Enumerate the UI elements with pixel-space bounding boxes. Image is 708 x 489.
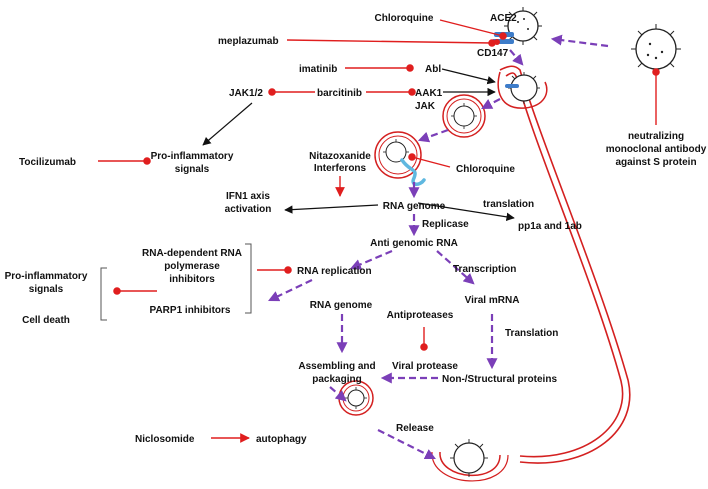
- inhibit-chloroquine-ace2: [439, 19, 507, 40]
- label-ifn-line2: activation: [225, 204, 272, 215]
- label-chloroquine-mid: Chloroquine: [456, 164, 515, 175]
- flow-receptor-to-pit: [509, 49, 524, 66]
- flow-endosome-to-uncoat: [417, 128, 449, 143]
- virus-icon-entry: [504, 7, 542, 45]
- label-barcitinib: barcitinib: [317, 88, 362, 99]
- arrow-jak12-to-proinflam: [202, 102, 253, 146]
- label-tocilizumab: Tocilizumab: [19, 157, 76, 168]
- label-rdrp-line3: inhibitors: [169, 274, 215, 285]
- arrow-rna-to-ifn: [284, 204, 379, 214]
- label-antibody-line2: monoclonal antibody: [606, 144, 707, 155]
- cell-membrane-inner: [505, 72, 624, 458]
- label-antibody-line3: against S protein: [615, 157, 696, 168]
- label-rna-replication: RNA replication: [297, 266, 372, 277]
- label-rdrp-line2: polymerase: [164, 261, 220, 272]
- label-replicase: Replicase: [422, 219, 469, 230]
- label-antiproteases: Antiproteases: [387, 310, 454, 321]
- label-viral-mrna: Viral mRNA: [465, 295, 520, 306]
- label-meplazumab: meplazumab: [218, 36, 279, 47]
- label-assembling-line1: Assembling and: [298, 361, 375, 372]
- endosome-icon: [442, 94, 486, 138]
- label-aak1: AAK1: [415, 88, 443, 99]
- label-abl: Abl: [425, 64, 441, 75]
- label-interferons: Interferons: [314, 163, 367, 174]
- flow-replication-to-genome: [268, 279, 313, 302]
- label-pp1a: pp1a and 1ab: [518, 221, 582, 232]
- label-left-proinflam-line2: signals: [29, 284, 64, 295]
- label-cell-death: Cell death: [22, 315, 70, 326]
- bracket-right: [245, 243, 252, 314]
- label-parp1: PARP1 inhibitors: [150, 305, 231, 316]
- uncoating-endosome-icon: [374, 131, 426, 186]
- released-virus-icon: [431, 439, 509, 482]
- label-nitazoxanide: Nitazoxanide: [309, 151, 371, 162]
- flow-anti-to-transcription: [436, 250, 475, 285]
- label-proinflam-line1: Pro-inflammatory: [151, 151, 234, 162]
- arrow-rna-to-pp1a: [417, 202, 515, 221]
- label-antibody-line1: neutralizing: [628, 131, 684, 142]
- label-rdrp-line1: RNA-dependent RNA: [142, 248, 242, 259]
- flow-pit-to-endosome: [481, 98, 501, 110]
- label-jak12: JAK1/2: [229, 88, 263, 99]
- flow-assembling-to-bud: [329, 386, 347, 402]
- label-anti-genomic: Anti genomic RNA: [370, 238, 458, 249]
- label-chloroquine-top: Chloroquine: [375, 13, 434, 24]
- label-cd147: CD147: [477, 48, 509, 59]
- label-transcription: Transcription: [453, 264, 516, 275]
- label-ifn-line1: IFN1 axis: [226, 191, 270, 202]
- label-autophagy: autophagy: [256, 434, 307, 445]
- label-viral-protease: Viral protease: [392, 361, 458, 372]
- label-assembling-line2: packaging: [312, 374, 361, 385]
- label-rna-genome-2: RNA genome: [310, 300, 373, 311]
- label-proinflam-line2: signals: [175, 164, 210, 175]
- flow-anti-to-replication: [349, 249, 393, 270]
- label-jak: JAK: [415, 101, 436, 112]
- label-structural: Non-/Structural proteins: [442, 374, 557, 385]
- inhibit-meplazumab-cd147: [286, 39, 496, 47]
- label-imatinib: imatinib: [299, 64, 337, 75]
- label-left-proinflam-line1: Pro-inflammatory: [5, 271, 88, 282]
- arrow-abl-to-pit: [441, 68, 496, 85]
- label-niclosomide: Niclosomide: [135, 434, 195, 445]
- label-ace2: ACE2: [490, 13, 517, 24]
- flow-virus-entry: [550, 34, 609, 48]
- cell-membrane: [499, 65, 631, 464]
- inhibit-chloroquine-endosome: [408, 153, 451, 168]
- label-rna-genome-1: RNA genome: [383, 201, 446, 212]
- budding-virus-icon: [338, 380, 374, 416]
- label-translation-1: translation: [483, 199, 534, 210]
- flow-release: [377, 429, 436, 459]
- endocytosis-pit-icon: [497, 71, 548, 109]
- label-translation-2: Translation: [505, 328, 558, 339]
- virus-icon-free: [631, 24, 681, 74]
- bracket-left: [100, 267, 107, 321]
- label-release: Release: [396, 423, 434, 434]
